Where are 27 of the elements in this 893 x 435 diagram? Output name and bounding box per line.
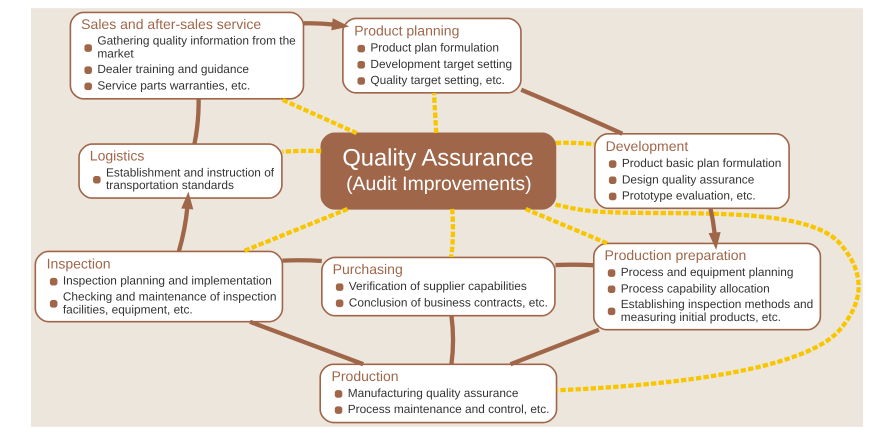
node-box: Production Manufacturing quality assurance Process maintenance and control, etc. <box>318 363 557 424</box>
connector <box>279 96 358 136</box>
connector <box>192 98 200 144</box>
arrow <box>303 18 349 30</box>
connector <box>555 140 594 146</box>
connector <box>282 258 322 264</box>
arrow <box>176 192 193 252</box>
node-box: Production preparation Process and equipment planning Process capability allocation Establishing inspection methods and measuring initial products, etc. <box>592 242 821 331</box>
connector <box>448 316 455 364</box>
node-box: Quality Assurance (Audit Improvements) <box>320 132 556 210</box>
connector <box>282 148 321 154</box>
node-box: Development Product basic plan formulation Design quality assurance Prototype evaluation, etc. <box>594 133 790 210</box>
node-box: Sales and after-sales service Gathering quality information from the market Dealer training and guidance Service parts warranties, etc. <box>69 12 304 100</box>
connector <box>509 328 600 366</box>
connector <box>431 92 438 134</box>
connector <box>524 206 608 246</box>
connector <box>554 262 594 268</box>
node-box: Product planning Product plan formulation Development target setting Quality target setting, etc. <box>342 18 522 94</box>
node-box: Logistics Establishment and instruction of transportation standards <box>78 143 282 199</box>
arrow <box>708 208 720 250</box>
connector <box>554 202 860 392</box>
connector <box>242 206 348 254</box>
connector <box>520 88 623 136</box>
connector <box>448 208 455 258</box>
node-box: Purchasing Verification of supplier capabilities Conclusion of business contracts, etc. <box>320 256 556 316</box>
node-box: Inspection Inspection planning and implementation Checking and maintenance of inspection facilities, equipment, etc. <box>34 250 283 322</box>
connector <box>248 320 364 366</box>
